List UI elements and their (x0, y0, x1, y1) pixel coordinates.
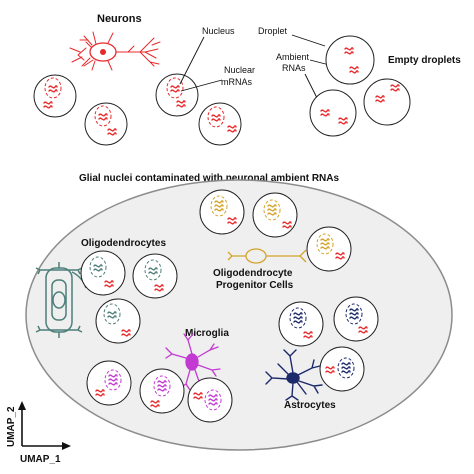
oligodendrocytes-label: Oligodendrocytes (81, 238, 166, 249)
opc-droplet (306, 226, 352, 272)
glial-heading: Glial nuclei contaminated with neuronal … (79, 173, 339, 184)
nuclear-mrnas-leader (180, 79, 223, 92)
neurons-label: Neurons (97, 13, 142, 25)
oligodendrocyte-droplet (95, 298, 141, 344)
empty-droplet (363, 78, 411, 126)
astrocyte-droplet (333, 296, 379, 342)
opc-droplet (199, 189, 245, 235)
nuclear-mrnas-label-line1: Nuclear (224, 65, 255, 75)
droplet-leader (291, 34, 326, 47)
opc-droplets (199, 189, 352, 272)
oligodendrocyte-droplet (80, 250, 126, 296)
astrocyte-droplets (278, 296, 379, 392)
microglia-droplet (187, 377, 233, 423)
astrocyte-droplet (278, 301, 324, 347)
astrocyte-droplet (319, 346, 365, 392)
nucleus-label: Nucleus (202, 26, 235, 36)
astrocytes-label: Astrocytes (284, 400, 336, 411)
opc-label-line1: Oligodendrocyte (213, 268, 293, 279)
neuron-icon (69, 31, 161, 71)
empty-droplets-label: Empty droplets (388, 55, 461, 66)
opc-droplet (252, 192, 298, 238)
empty-droplets (309, 35, 411, 137)
droplet-label: Droplet (258, 26, 288, 36)
opc-icon (227, 248, 307, 264)
umap-x-label: UMAP_1 (20, 454, 61, 465)
neuron-droplet (33, 74, 77, 118)
oligodendrocyte-icon (35, 262, 87, 338)
microglia-icon (165, 333, 221, 391)
neuron-droplet (84, 102, 128, 146)
empty-droplet (325, 35, 375, 85)
empty-droplet (309, 89, 357, 137)
ambient-rnas-label-line2: RNAs (282, 63, 306, 73)
neuron-droplet (198, 102, 242, 146)
ambient-rnas-label-line1: Ambient (276, 52, 310, 62)
nucleus-leader (179, 36, 205, 85)
umap-y-label: UMAP_2 (6, 406, 17, 447)
umap-axes-icon (18, 401, 71, 450)
oligodendrocyte-droplet (132, 253, 178, 299)
neuron-droplet (155, 73, 199, 117)
astrocyte-icon (265, 349, 323, 401)
opc-label-line2: Progenitor Cells (216, 280, 294, 291)
oligodendrocyte-droplets (80, 250, 178, 344)
microglia-droplets (86, 360, 233, 423)
microglia-label: Microglia (185, 328, 229, 339)
neuron-droplets (33, 73, 242, 146)
nuclear-mrnas-label-line2: mRNAs (221, 77, 252, 87)
microglia-droplet (139, 368, 185, 414)
microglia-droplet (86, 360, 132, 406)
